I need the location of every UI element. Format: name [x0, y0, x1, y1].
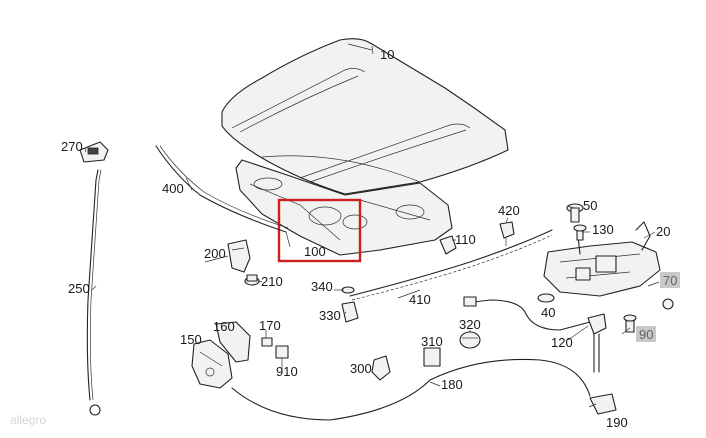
label-250: 250	[68, 281, 90, 296]
cable-end-190	[589, 393, 617, 415]
watermark: allegro	[10, 413, 46, 427]
bracket-200	[227, 239, 251, 273]
label-910: 910	[276, 364, 298, 379]
label-420: 420	[498, 203, 520, 218]
bolt-90	[623, 314, 637, 333]
nut-210	[244, 274, 260, 286]
clip-420	[499, 221, 515, 246]
part-170	[261, 337, 273, 347]
label-270: 270	[61, 139, 83, 154]
part-910	[275, 345, 289, 359]
label-10: 10	[380, 47, 394, 62]
washer-40	[537, 293, 555, 303]
cable-180	[231, 358, 591, 421]
part-310	[423, 347, 441, 367]
seal-410	[349, 229, 553, 301]
label-210: 210	[261, 274, 283, 289]
label-50: 50	[583, 198, 597, 213]
lock-assembly-150	[191, 339, 233, 389]
bolt-50	[566, 203, 584, 223]
leader-lines	[84, 45, 660, 408]
hood-latch-assembly	[543, 221, 661, 297]
label-200: 200	[204, 246, 226, 261]
label-160: 160	[213, 319, 235, 334]
bolt-130	[573, 224, 587, 241]
label-20: 20	[656, 224, 670, 239]
part-330	[341, 301, 359, 323]
tag-90-bg	[636, 326, 656, 342]
bolt-70	[662, 298, 674, 310]
label-130: 130	[592, 222, 614, 237]
release-cable-120	[463, 296, 607, 373]
part-160	[215, 321, 251, 363]
label-180: 180	[441, 377, 463, 392]
highlight-box	[277, 198, 362, 263]
release-cable	[79, 141, 109, 416]
hood-seal-strip	[155, 145, 289, 233]
part-320	[459, 331, 481, 349]
hood-panel	[221, 38, 509, 195]
label-410: 410	[409, 292, 431, 307]
label-190: 190	[606, 415, 628, 430]
tag-70-bg	[660, 272, 680, 288]
label-310: 310	[421, 334, 443, 349]
hood-inner-panel	[235, 159, 453, 256]
label-150: 150	[180, 332, 202, 347]
part-300	[371, 355, 391, 381]
label-120: 120	[551, 335, 573, 350]
label-330: 330	[319, 308, 341, 323]
label-90: 90	[639, 327, 653, 342]
label-170: 170	[259, 318, 281, 333]
label-110: 110	[455, 232, 476, 247]
label-320: 320	[459, 317, 481, 332]
clip-110	[439, 235, 457, 255]
label-340: 340	[311, 279, 333, 294]
label-40: 40	[541, 305, 555, 320]
label-70: 70	[663, 273, 677, 288]
label-100: 100	[304, 244, 326, 259]
label-300: 300	[350, 361, 372, 376]
label-400: 400	[162, 181, 184, 196]
